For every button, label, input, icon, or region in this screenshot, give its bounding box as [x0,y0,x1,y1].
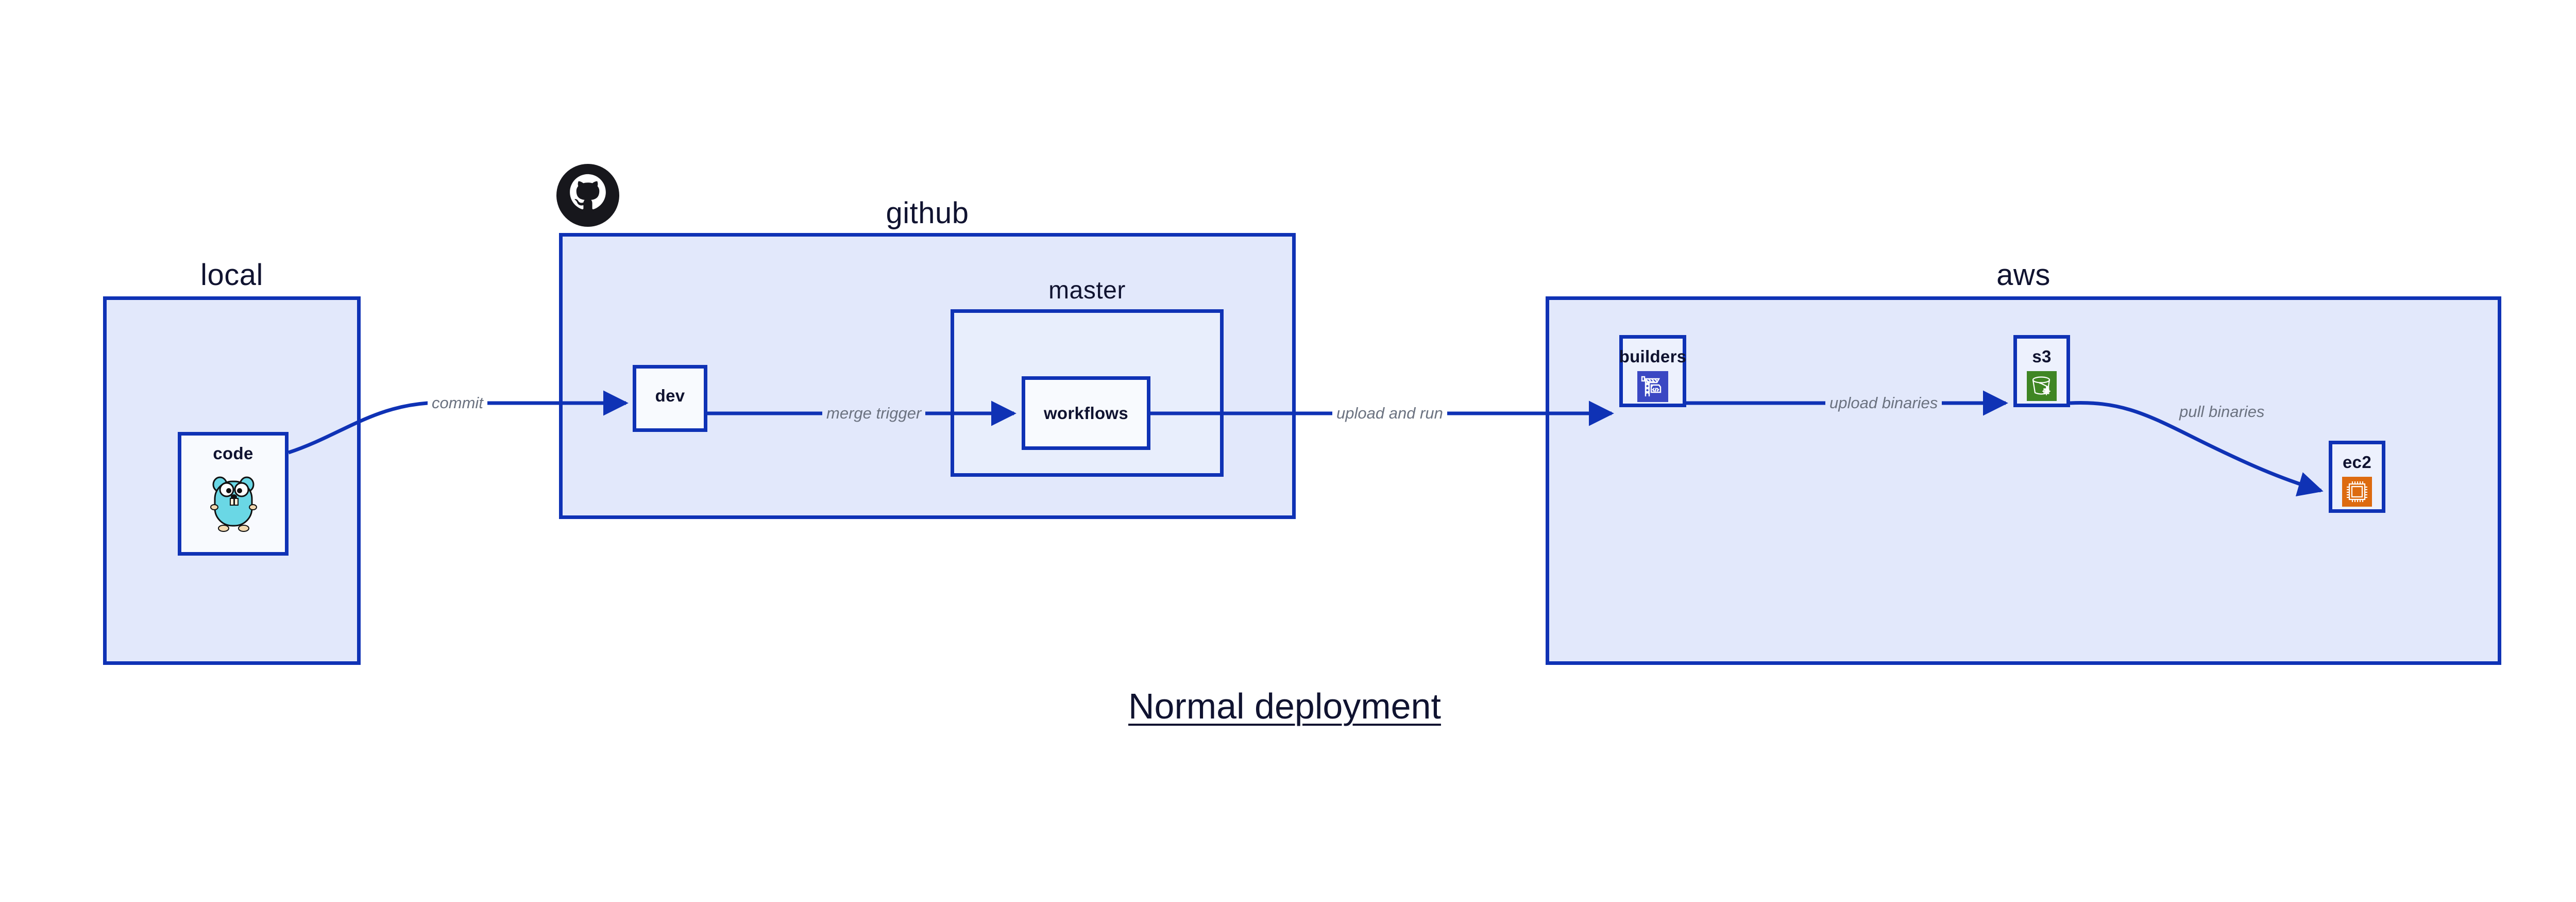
node-label-workflows: workflows [1043,404,1129,423]
edge-label-merge-trigger: merge trigger [822,405,926,421]
group-label-local: local [200,258,263,292]
node-box-code[interactable]: code [178,432,289,556]
node-box-s3[interactable]: s3 [2013,335,2070,407]
aws-s3-glacier-icon [2027,371,2057,401]
aws-codebuild-icon [1637,371,1668,402]
edge-label-upload-binaries: upload binaries [1825,395,1942,411]
node-label-ec2: ec2 [2343,453,2371,472]
page-title: Normal deployment [1128,686,1441,726]
node-label-dev: dev [655,386,685,405]
node-box-dev[interactable]: dev [633,365,707,432]
node-box-ec2[interactable]: ec2 [2329,441,2385,513]
group-label-aws: aws [1996,258,2050,292]
go-gopher-icon [206,469,261,537]
subgroup-label-master: master [1048,277,1126,304]
node-box-builders[interactable]: builders [1619,335,1686,407]
github-octocat-icon [556,164,619,227]
aws-ec2-chip-icon [2342,477,2372,507]
edge-label-commit: commit [428,395,487,411]
group-label-github: github [886,196,969,230]
node-label-code: code [213,444,253,463]
node-label-builders: builders [1619,347,1687,366]
edge-label-upload-and-run: upload and run [1332,405,1447,421]
node-box-workflows[interactable]: workflows [1022,376,1150,450]
edge-label-pull-binaries: pull binaries [2175,404,2269,420]
node-label-s3: s3 [2032,347,2052,366]
